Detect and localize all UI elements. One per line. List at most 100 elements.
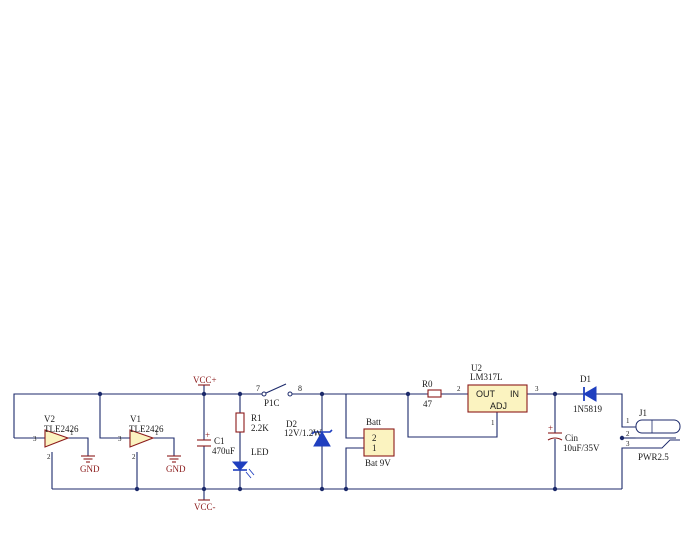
r1-value: 2.2K [251, 423, 269, 433]
v2-ref: V2 [44, 414, 55, 424]
j1-pin3: 3 [626, 440, 630, 448]
battery-ref: Batt [366, 417, 381, 427]
v1-pin1: 1 [155, 429, 159, 437]
junction [552, 391, 558, 397]
d2-ref: D2 [286, 419, 297, 429]
j1-pin1: 1 [626, 417, 630, 425]
d1-triangle [583, 386, 597, 402]
junction [201, 391, 207, 397]
junction [97, 391, 103, 397]
v2-gnd-label: GND [80, 464, 100, 474]
cin-plus: + [548, 423, 553, 433]
switch-pin7: 7 [256, 384, 260, 393]
led-ray-1 [245, 471, 252, 479]
wire-batt-2 [345, 394, 364, 439]
v2-pin1: 1 [70, 429, 74, 437]
v1-pin3: 3 [118, 435, 122, 443]
u2-lm317l: U2 LM317L OUT IN ADJ 3 1 [467, 363, 539, 427]
c1-plus: + [205, 430, 210, 440]
battery: Batt 2 1 Bat 9V [363, 417, 395, 468]
led-label: LED [251, 447, 269, 457]
v1-gnd-label: GND [166, 464, 186, 474]
wire-j1-pin3 [621, 447, 636, 489]
r1-body [235, 412, 245, 433]
v2-gnd-symbol [81, 455, 95, 463]
led: LED [231, 447, 269, 479]
v2-tle2426: V2 TLE2426 3 1 2 GND [33, 414, 100, 474]
cin-value: 10uF/35V [563, 443, 600, 453]
u2-body [467, 384, 528, 413]
d2-triangle [313, 430, 331, 447]
c1-value: 470uF [212, 446, 235, 456]
junction [134, 486, 140, 492]
v1-gnd-symbol [167, 455, 181, 463]
wire-v2-out [68, 437, 89, 456]
battery-pin2: 2 [372, 433, 377, 443]
v1-ref: V1 [130, 414, 141, 424]
switch-contact-left [261, 391, 267, 397]
u2-ref: U2 [471, 363, 482, 373]
battery-value: Bat 9V [365, 458, 391, 468]
switch-contact-right [287, 391, 293, 397]
junction [201, 486, 207, 492]
wire-adj-feedback [407, 394, 498, 438]
junctions [97, 391, 625, 492]
battery-pin1: 1 [372, 443, 377, 453]
j1-barrel [635, 419, 681, 434]
v1-tle2426: V1 TLE2426 3 1 2 GND [118, 414, 186, 474]
cin-ref: Cin [565, 433, 579, 443]
led-triangle [231, 461, 249, 471]
switch-pin8: 8 [298, 384, 302, 393]
j1-value: PWR2.5 [638, 452, 669, 462]
v1-pin2: 2 [132, 453, 136, 461]
switch-ref: P1C [264, 398, 280, 408]
v1-part: TLE2426 [129, 424, 164, 434]
junction [319, 391, 325, 397]
junction [405, 391, 411, 397]
d2-value: 12V/1.2W [284, 428, 322, 438]
r0-pin2: 2 [457, 385, 461, 393]
j1-power-jack: J1 PWR2.5 1 2 3 [626, 408, 681, 462]
cin-capacitor: + Cin 10uF/35V [547, 423, 600, 453]
wire-d1-j1 [596, 393, 636, 428]
junction [619, 435, 625, 441]
junction [552, 486, 558, 492]
u2-pin1: 1 [491, 419, 495, 427]
switch-p1c: 7 8 P1C [240, 383, 302, 408]
v2-pin2: 2 [47, 453, 51, 461]
c1-ref: C1 [214, 436, 225, 446]
vcc-minus-port: VCC- [194, 499, 216, 512]
r1-resistor: R1 2.2K [235, 412, 269, 433]
r1-ref: R1 [251, 413, 262, 423]
wire-batt-1 [345, 447, 364, 489]
u2-out: OUT [476, 389, 496, 399]
r0-body [427, 389, 442, 398]
j1-ref: J1 [639, 408, 647, 418]
junction [319, 486, 325, 492]
c1-capacitor: + C1 470uF [197, 430, 235, 456]
wire-v1-out [153, 437, 175, 456]
v1-triangle [129, 429, 155, 448]
wire-top-left [13, 393, 255, 438]
wire-v1-in [99, 394, 130, 439]
d1-value: 1N5819 [573, 404, 602, 414]
vcc-minus-label: VCC- [194, 502, 216, 512]
r0-ref: R0 [422, 379, 433, 389]
vcc-plus-label: VCC+ [193, 375, 217, 385]
v2-triangle [44, 429, 70, 448]
battery-body [363, 428, 395, 457]
j1-pin2: 2 [626, 430, 630, 438]
u2-part: LM317L [470, 372, 503, 382]
d2-bar [311, 429, 333, 435]
cin-plate-bottom [547, 437, 563, 441]
vcc-plus-port: VCC+ [193, 375, 217, 386]
v2-part: TLE2426 [44, 424, 79, 434]
wires [13, 385, 636, 500]
switch-lever [265, 383, 287, 394]
u2-adj: ADJ [490, 401, 507, 411]
v2-pin3: 3 [33, 435, 37, 443]
junction [237, 486, 243, 492]
d2-zener: D2 12V/1.2W [284, 419, 333, 447]
